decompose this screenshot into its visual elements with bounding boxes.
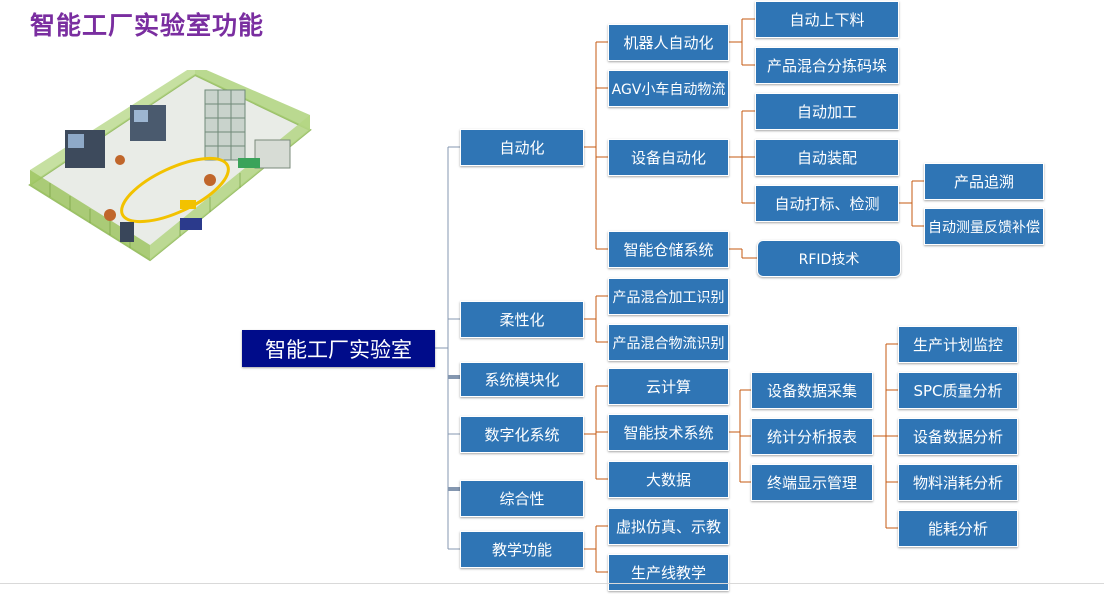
node-automation: 自动化 (460, 129, 584, 166)
node-auto-process: 自动加工 (755, 93, 899, 130)
node-equipment-auto: 设备自动化 (608, 139, 729, 176)
agv-cart (180, 200, 196, 209)
node-digital: 数字化系统 (460, 416, 584, 453)
agv-track (120, 156, 230, 224)
node-mixed-sort: 产品混合分拣码垛 (755, 47, 899, 84)
node-teaching: 教学功能 (460, 531, 584, 568)
node-modular: 系统模块化 (460, 362, 584, 397)
storage-rack (204, 89, 246, 161)
node-spc: SPC质量分析 (898, 372, 1018, 409)
node-auto-load: 自动上下料 (755, 1, 899, 38)
node-line-teaching: 生产线教学 (608, 554, 729, 591)
robot-arm-3 (115, 155, 125, 165)
control-cabinet (120, 222, 134, 242)
node-cloud: 云计算 (608, 368, 729, 405)
node-smart-tech: 智能技术系统 (608, 414, 729, 451)
node-prod-plan: 生产计划监控 (898, 326, 1018, 363)
node-trace: 产品追溯 (924, 163, 1044, 200)
factory-illustration (28, 70, 312, 262)
node-auto-mark: 自动打标、检测 (755, 185, 899, 222)
node-equip-analysis: 设备数据分析 (898, 418, 1018, 455)
assembly-station (254, 139, 291, 169)
node-measure-feedback: 自动测量反馈补偿 (924, 208, 1044, 245)
node-comprehensive: 综合性 (460, 480, 584, 517)
node-material-analysis: 物料消耗分析 (898, 464, 1018, 501)
fence-back-right (195, 70, 310, 130)
node-energy-analysis: 能耗分析 (898, 510, 1018, 547)
node-mixed-process-id: 产品混合加工识别 (608, 278, 729, 315)
robot-arm-1 (104, 209, 116, 221)
bottom-divider (0, 583, 1104, 584)
node-terminal-display: 终端显示管理 (751, 464, 873, 501)
node-agv: AGV小车自动物流 (608, 70, 729, 107)
node-virtual-sim: 虚拟仿真、示教 (608, 508, 729, 545)
page-title: 智能工厂实验室功能 (30, 11, 265, 40)
node-data-collect: 设备数据采集 (751, 372, 873, 409)
node-robot: 机器人自动化 (608, 24, 729, 61)
node-rfid: RFID技术 (757, 240, 901, 277)
node-bigdata: 大数据 (608, 461, 729, 498)
robot-arm-2 (204, 174, 216, 186)
parts-pallet (180, 218, 202, 230)
root-node: 智能工厂实验室 (242, 330, 435, 367)
node-warehouse: 智能仓储系统 (608, 231, 729, 268)
node-flexibility: 柔性化 (460, 301, 584, 338)
node-auto-assembly: 自动装配 (755, 139, 899, 176)
node-mixed-logistics-id: 产品混合物流识别 (608, 324, 729, 361)
node-stat-report: 统计分析报表 (751, 418, 873, 455)
